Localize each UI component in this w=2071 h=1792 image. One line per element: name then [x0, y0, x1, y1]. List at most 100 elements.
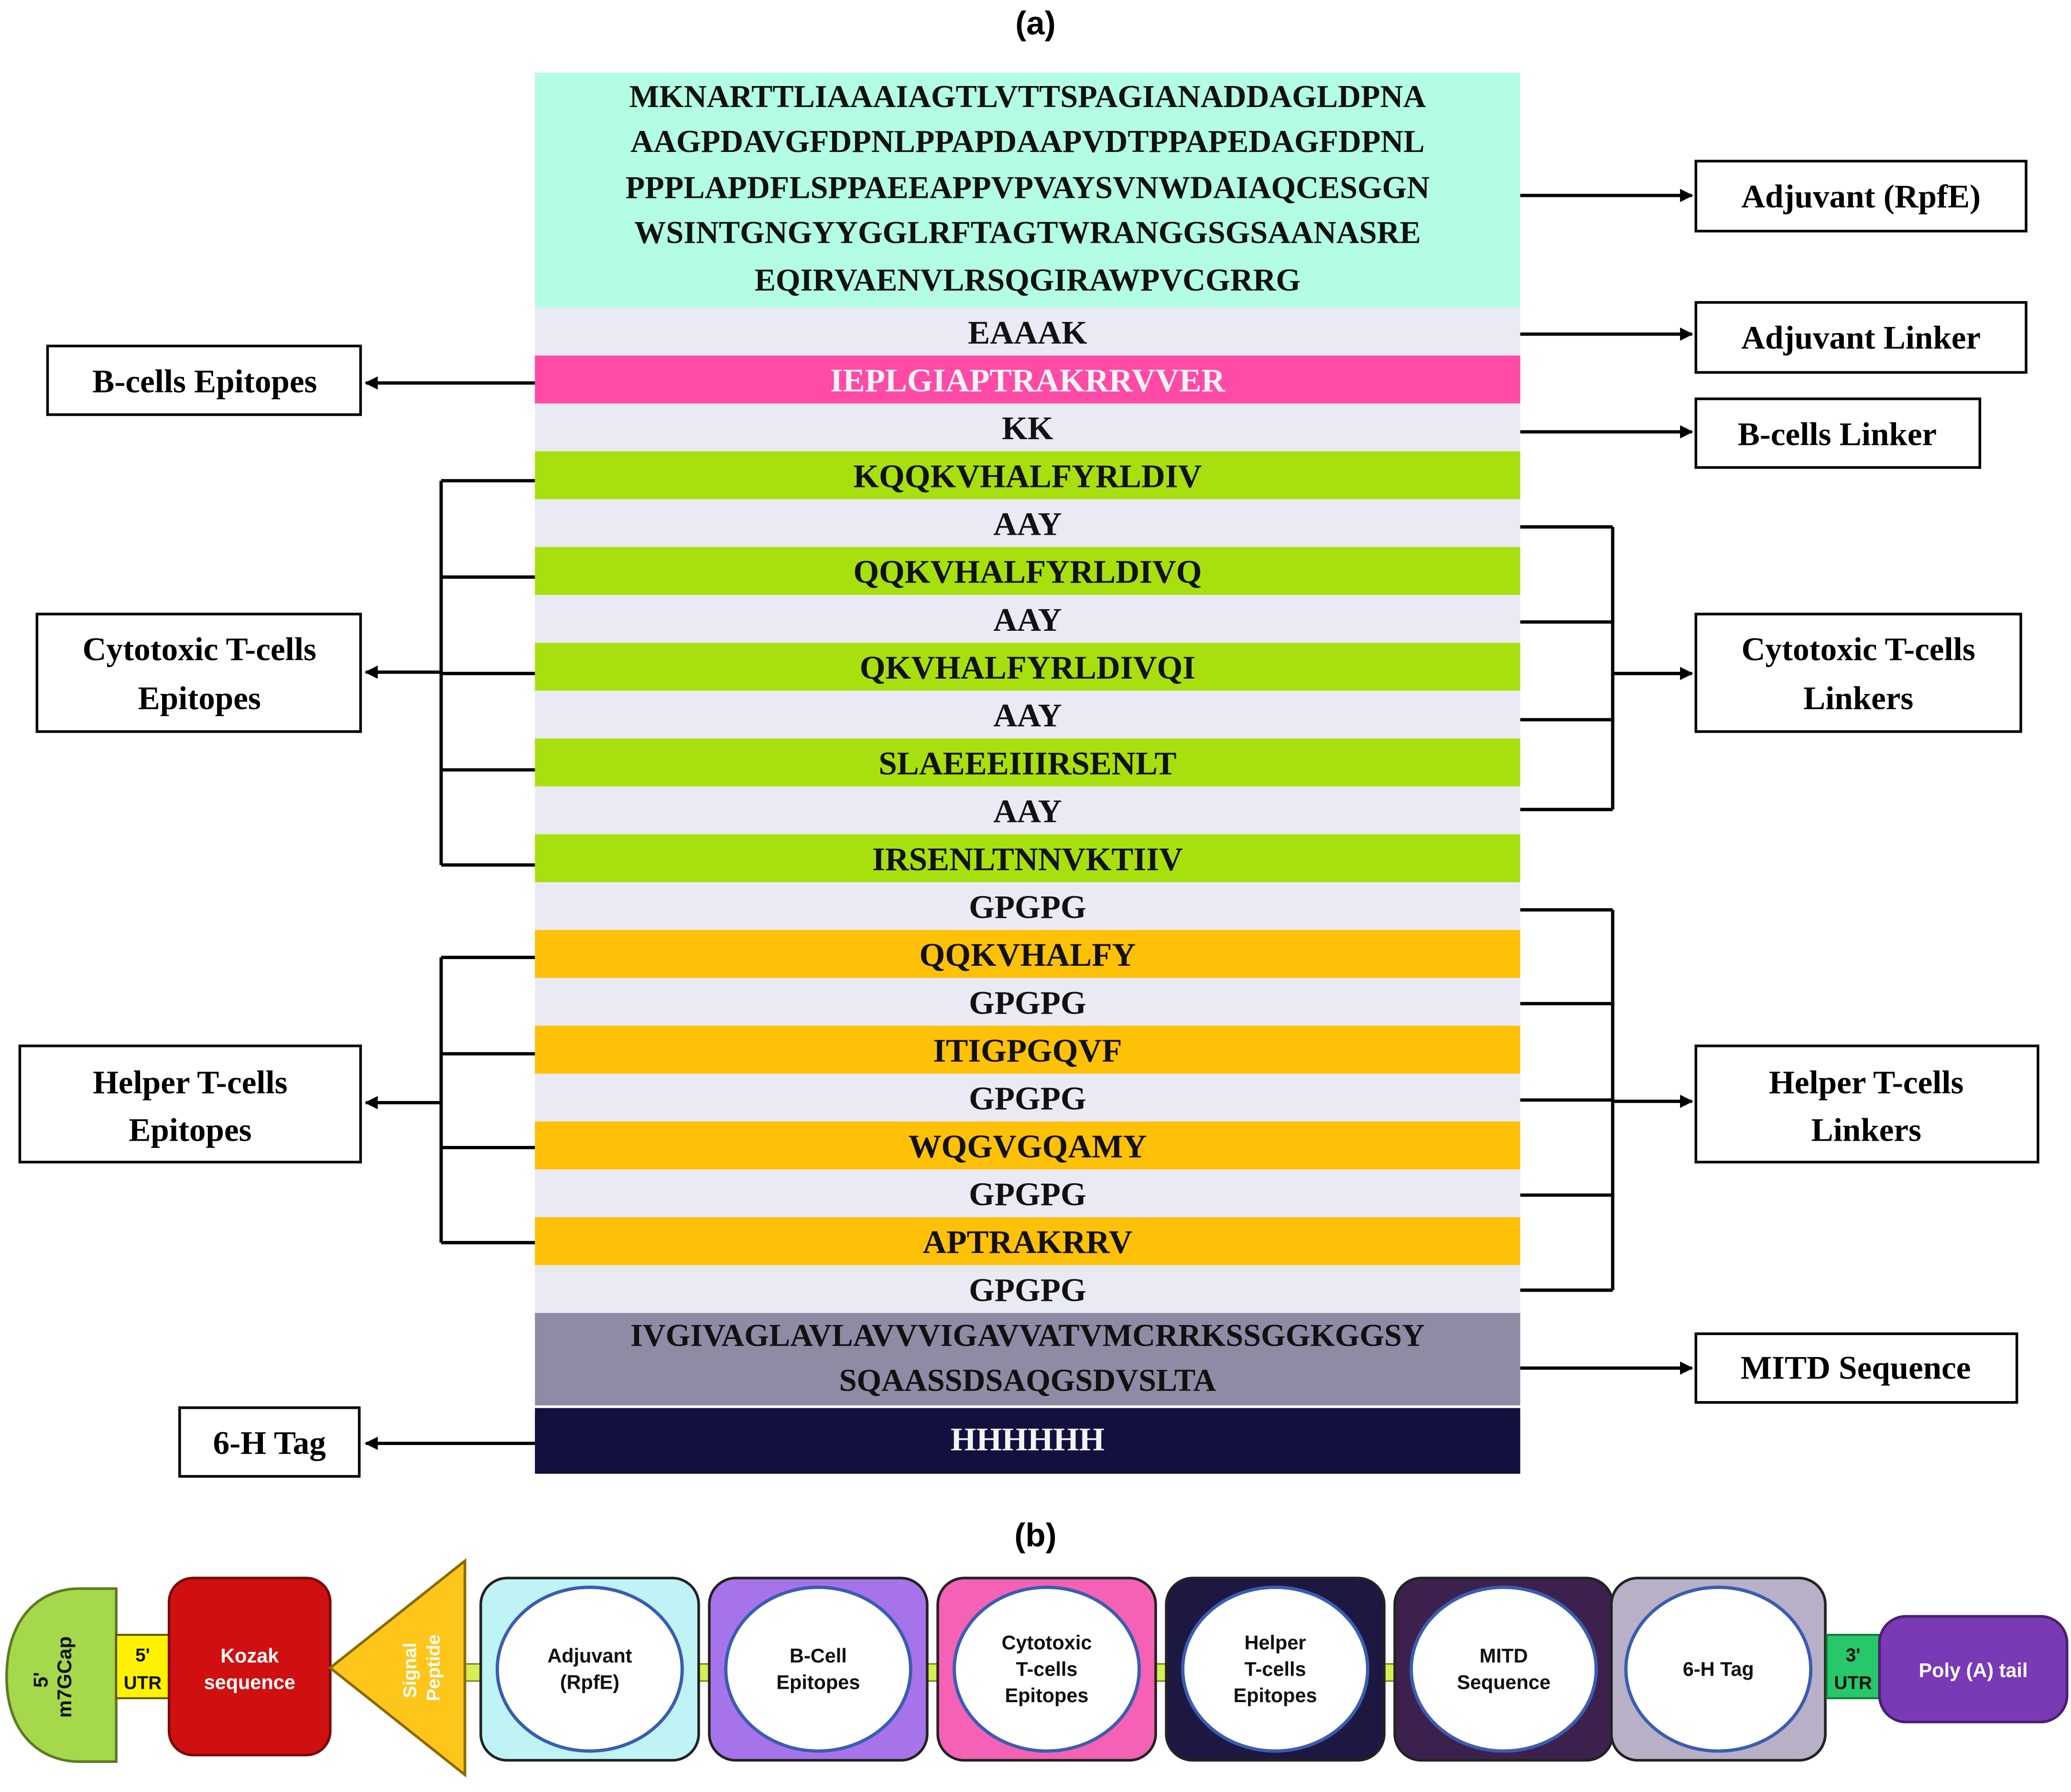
- utr3-label-line2: UTR: [1834, 1673, 1872, 1693]
- module-label-line: Adjuvant: [547, 1644, 632, 1667]
- mitd-sequence-line: SQAASSDSAQGSDVSLTA: [839, 1363, 1216, 1398]
- linker-row: [535, 978, 1520, 1026]
- module-circle: [1410, 1586, 1598, 1753]
- module-label-line: T-cells: [1245, 1658, 1306, 1680]
- signal-label-line1: Signal: [400, 1643, 420, 1698]
- ctl-row-text: SLAEEEIIIRSENLT: [878, 745, 1176, 781]
- htl-row-text: ITIGPGQVF: [933, 1032, 1122, 1069]
- linker-row-text: GPGPG: [969, 1176, 1086, 1212]
- htl-row: [535, 1217, 1520, 1266]
- module-circle: [495, 1586, 684, 1753]
- module-circle: [1181, 1586, 1369, 1753]
- polya-label: Poly (A) tail: [1919, 1659, 2028, 1682]
- mitd-label: MITD Sequence: [1741, 1349, 1971, 1386]
- adjuvant-sequence-line: MKNARTTLIAAAIAGTLVTTSPAGIANADDAGLDPNA: [629, 79, 1426, 114]
- linker-row: [535, 499, 1520, 548]
- adjuvant-label: Adjuvant (RpfE): [1741, 178, 1981, 215]
- tag-block: [535, 1408, 1520, 1474]
- linker-row-text: GPGPG: [969, 984, 1086, 1021]
- htl-linkers-label-box: Helper T-cells Linkers: [1694, 1044, 2039, 1164]
- linker-row: [535, 786, 1520, 835]
- utr3-shape: [1825, 1634, 1881, 1699]
- module-label-line: Epitopes: [1005, 1684, 1088, 1706]
- module-circle: [724, 1586, 912, 1753]
- linker-row-text: AAY: [993, 793, 1062, 830]
- module-5: 6-H Tag: [1610, 1576, 1827, 1762]
- module-label-line: 6-H Tag: [1683, 1658, 1754, 1680]
- htl-row: [535, 1121, 1520, 1170]
- bcell-epitopes-label-box: B-cells Epitopes: [46, 345, 362, 416]
- htl-epitopes-label-box: Helper T-cells Epitopes: [18, 1044, 362, 1164]
- linker-row-text: KK: [1002, 410, 1053, 446]
- ctl-row: [535, 834, 1520, 883]
- adjuvant-label-box: Adjuvant (RpfE): [1694, 160, 2028, 233]
- tag-label: 6-H Tag: [213, 1425, 326, 1461]
- module-circle: [953, 1586, 1141, 1753]
- signal-shape: [328, 1558, 466, 1778]
- mitd-sequence-line: IVGIVAGLAVLAVVVIGAVVATVMCRRKSSGGKGGSY: [630, 1318, 1425, 1353]
- panel-a-label: (a): [1015, 4, 1055, 42]
- module-label-line: Epitopes: [776, 1671, 860, 1693]
- ctl-row: [535, 643, 1520, 691]
- mitd-label-box: MITD Sequence: [1694, 1332, 2018, 1404]
- adjuvant-linker-label: Adjuvant Linker: [1741, 319, 1981, 356]
- ctl-epitopes-label-line2: Epitopes: [138, 680, 261, 716]
- ctl-row: [535, 738, 1520, 788]
- ctl-row: [535, 451, 1520, 500]
- linker-row: [535, 403, 1520, 452]
- htl-row: [535, 1026, 1520, 1075]
- linker-row-text: AAY: [993, 506, 1062, 542]
- tag-sequence-text: HHHHHH: [951, 1421, 1105, 1457]
- kozak-label-line1: Kozak: [220, 1644, 279, 1667]
- adjuvant-linker-label-box: Adjuvant Linker: [1694, 301, 2028, 374]
- linker-row: [535, 1169, 1520, 1218]
- linker-row: [535, 1265, 1520, 1314]
- ctl-linkers-label-line1: Cytotoxic T-cells: [1741, 631, 1975, 668]
- linker-row-text: GPGPG: [969, 1271, 1086, 1308]
- htl-row-text: WQGVGQAMY: [908, 1128, 1147, 1165]
- htl-linkers-label-line2: Linkers: [1811, 1112, 1921, 1148]
- ctl-linkers-bracket: [1520, 525, 1693, 811]
- linker-row: [535, 882, 1520, 931]
- adjuvant-sequence-line: AAGPDAVGFDPNLPPAPDAAPVDTPPAPEDAGFDPNL: [630, 124, 1424, 159]
- linker-row-text: GPGPG: [969, 888, 1086, 925]
- bcell-linker-label: B-cells Linker: [1738, 415, 1937, 452]
- ctl-row-text: IRSENLTNNVKTIIV: [872, 841, 1183, 877]
- utr3-label-line1: 3': [1846, 1645, 1861, 1665]
- panel-b-label: (b): [1014, 1516, 1056, 1554]
- module-label-line: B-Cell: [790, 1644, 847, 1667]
- bcell-epitopes-label: B-cells Epitopes: [92, 363, 317, 399]
- adjuvant-block: [535, 73, 1520, 308]
- module-0: Adjuvant (RpfE): [479, 1576, 700, 1762]
- htl-row-text: APTRAKRRV: [922, 1223, 1132, 1260]
- module-label-line: MITD: [1479, 1644, 1528, 1667]
- module-label-line: Helper: [1245, 1631, 1306, 1654]
- kozak-label-line2: sequence: [204, 1671, 295, 1693]
- linker-row-text: AAY: [993, 601, 1062, 638]
- linker-row-text: AAY: [993, 697, 1062, 734]
- mitd-block: [535, 1313, 1520, 1405]
- utr5-label-line1: 5': [135, 1645, 150, 1665]
- linker-row-text: EAAAK: [968, 314, 1087, 351]
- linker-row: [535, 594, 1520, 644]
- construct-modules: Adjuvant(RpfE)B-CellEpitopesCytotoxicT-c…: [479, 1576, 1827, 1762]
- adjuvant-sequence-line: WSINTGNGYYGGLRFTAGTWRANGGSGSAANASRE: [634, 216, 1421, 250]
- bcell-row: [535, 356, 1520, 404]
- htl-row: [535, 930, 1520, 979]
- utr5-shape: [115, 1634, 170, 1699]
- polya-shape: [1878, 1615, 2069, 1724]
- ctl-epitopes-label-line1: Cytotoxic T-cells: [83, 631, 316, 668]
- cap-label-line2: m7GCap: [53, 1636, 76, 1717]
- mrna-construct: 5' m7GCap 5' UTR Kozak sequence Signal P…: [5, 1558, 2069, 1778]
- signal-label-line2: Peptide: [423, 1634, 444, 1701]
- svg-text:5' m7GCap: 5' m7GCap: [29, 1636, 76, 1717]
- htl-epitopes-label-line1: Helper T-cells: [93, 1064, 287, 1101]
- htl-linkers-bracket: [1520, 908, 1693, 1292]
- bcell-row-text: IEPLGIAPTRAKRRVVER: [830, 362, 1226, 399]
- htl-epitopes-label-line2: Epitopes: [129, 1112, 251, 1148]
- module-label-line: (RpfE): [560, 1671, 619, 1693]
